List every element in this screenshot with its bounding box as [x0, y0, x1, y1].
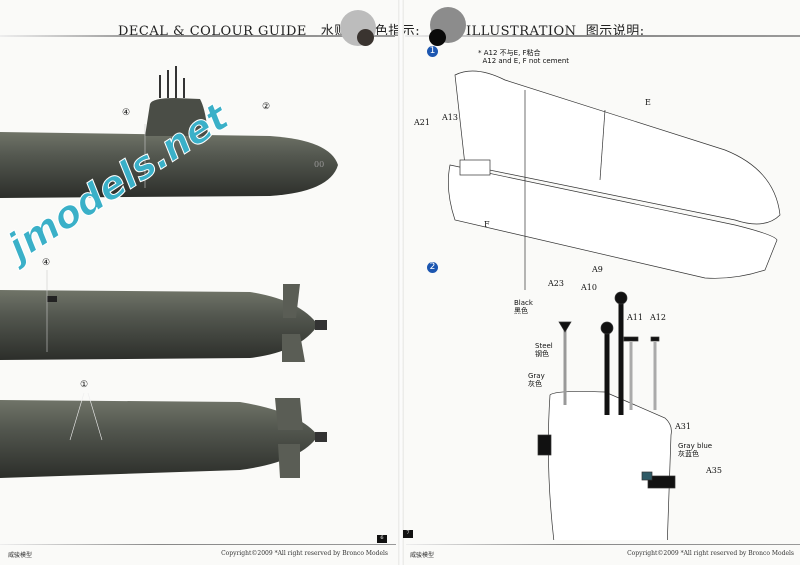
colour-swatch-dark-brown [357, 29, 374, 46]
part-label-a21: A21 [414, 118, 430, 127]
part-label-a23: A23 [548, 279, 564, 288]
step-2-badge: 2 [427, 262, 438, 273]
submarine-bottom-view [0, 392, 327, 478]
page-number-left: 6 [377, 535, 387, 543]
part-label-f: F [484, 220, 490, 229]
part-label-e: E [645, 98, 651, 107]
part-label-a9: A9 [592, 265, 603, 274]
header-rule-left [0, 35, 395, 37]
callout-4: ④ [42, 258, 51, 268]
callout-1: ① [80, 380, 89, 390]
assembly-illustration [448, 70, 781, 540]
footer-brand-right: 威骏模型 [410, 552, 435, 559]
submarine-profiles [0, 66, 338, 478]
page-number-right: 7 [403, 530, 413, 538]
submarine-top-view [0, 270, 327, 362]
part-label-a13: A13 [442, 113, 458, 122]
part-label-a12: A12 [650, 313, 666, 322]
callout-4: ④ [122, 108, 131, 118]
footer-copyright-right: Copyright©2009 *All right reserved by Br… [627, 550, 794, 557]
step-1-badge: 1 [427, 46, 438, 57]
footer-copyright-left: Copyright©2009 *All right reserved by Br… [221, 550, 388, 557]
footer-rule-left [0, 544, 396, 545]
part-label-a10: A10 [581, 283, 597, 292]
footer-brand-left: 威骏模型 [8, 552, 33, 559]
callout-2: ② [262, 102, 271, 112]
header-rule-right [405, 35, 800, 37]
footer-rule-right [406, 544, 800, 545]
part-label-a11: A11 [627, 313, 643, 322]
submarine-side-view [0, 66, 338, 198]
page-spine [398, 0, 404, 565]
sail-drawing [537, 291, 676, 540]
part-label-a35: A35 [706, 466, 722, 475]
part-label-a31: A31 [675, 422, 691, 431]
colour-swatch-black [429, 29, 446, 46]
hull-number: 00 [314, 160, 325, 169]
step-1-note: * A12 不与E, F粘合 A12 and E, F not cement [478, 49, 570, 65]
hull-halves-drawing [448, 70, 781, 290]
